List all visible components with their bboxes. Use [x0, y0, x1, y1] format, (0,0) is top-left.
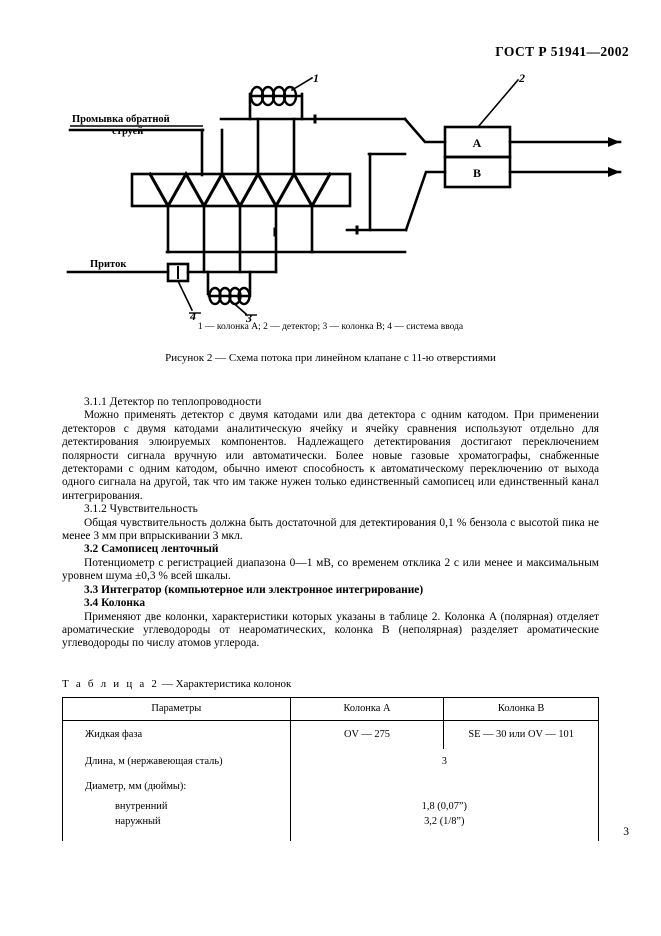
figure-caption-text: Рисунок 2 — Схема потока при линейном кл…	[165, 352, 496, 364]
paragraph-3-1-2: Общая чувствительность должна быть доста…	[62, 516, 599, 543]
table-cell-a: OV — 275	[289, 720, 444, 749]
table-cell-merged	[289, 774, 600, 799]
body-text-column: 3.1.1 Детектор по теплопроводности Можно…	[62, 396, 599, 651]
table-row-spacer	[62, 829, 600, 841]
detector-a-inlet	[403, 117, 447, 144]
callout-2-leader	[476, 78, 520, 129]
detector-cell-a-label: A	[473, 136, 482, 150]
paragraph-3-1-1: Можно применять детектор с двумя катодам…	[62, 409, 599, 502]
table-cell-merged: 3	[289, 749, 600, 774]
callout-3-leader	[228, 298, 248, 316]
table-cell-b: SE — 30 или OV — 101	[443, 720, 599, 749]
callout-label-4: 4	[189, 309, 196, 322]
figure-legend-text: 1 — колонка A; 2 — детектор; 3 — колонка…	[197, 322, 464, 332]
table-spacer-cell	[289, 829, 600, 841]
paragraph-3-4: Применяют две колонки, характеристики ко…	[62, 610, 599, 650]
table-header-column-a: Колонка A	[289, 697, 444, 721]
paragraph-3-2: Потенциометр с регистрацией диапазона 0—…	[62, 556, 599, 583]
callout-4-leader	[176, 279, 194, 312]
callout-label-3: 3	[245, 311, 252, 322]
table-cell-param: Жидкая фаза	[62, 720, 291, 749]
detector-b-inlet	[404, 170, 447, 232]
callout-1-leader	[290, 76, 314, 92]
standard-number-header: ГОСТ Р 51941—2002	[495, 44, 629, 59]
table-cell-param: Диаметр, мм (дюймы):	[62, 774, 291, 799]
table-header-parameters: Параметры	[62, 697, 291, 721]
table-row: Длина, м (нержавеющая сталь) 3	[62, 749, 600, 774]
backflush-label-line2: струей	[112, 126, 143, 137]
table-cell-merged: 3,2 (1/8”)	[289, 814, 600, 829]
heading-3-2: 3.2 Самописец ленточный	[84, 543, 219, 556]
table-cell-param: внутренний	[62, 799, 291, 814]
heading-3-3: 3.3 Интегратор (компьютерное или электро…	[84, 583, 424, 596]
table-2-title-prefix: Т а б л и ц а 2	[62, 678, 160, 690]
backflush-label-line1: Промывка обратной	[72, 114, 170, 125]
table-cell-merged: 1,8 (0,07”)	[289, 799, 600, 814]
table-2-column-characteristics: Параметры Колонка A Колонка B Жидкая фаз…	[62, 697, 600, 841]
callout-label-1: 1	[313, 72, 319, 85]
detector-b-output-arrow	[608, 167, 620, 177]
coil3-windings	[207, 286, 252, 306]
table-row: наружный 3,2 (1/8”)	[62, 814, 600, 829]
heading-3-1-1: 3.1.1 Детектор по теплопроводности	[84, 396, 262, 408]
heading-3-4: 3.4 Колонка	[84, 597, 146, 610]
table-cell-param: наружный	[62, 814, 291, 829]
table-header-row: Параметры Колонка A Колонка B	[62, 697, 599, 721]
table-row: Жидкая фаза OV — 275 SE — 30 или OV — 10…	[62, 720, 599, 749]
coil1-windings	[249, 85, 303, 107]
figure-legend: 1 — колонка A; 2 — детектор; 3 — колонка…	[0, 322, 661, 332]
flow-diagram-svg: Промывка обратной струей Приток 1 2 3 4 …	[66, 72, 622, 322]
table-row: Диаметр, мм (дюймы):	[62, 774, 600, 799]
detector-a-output-arrow	[608, 137, 620, 147]
table-header-column-b: Колонка B	[443, 697, 599, 721]
table-body: Жидкая фаза OV — 275 SE — 30 или OV — 10…	[62, 720, 600, 841]
page-number: 3	[623, 826, 629, 838]
table-row: внутренний 1,8 (0,07”)	[62, 799, 600, 814]
callout-label-2: 2	[518, 72, 525, 85]
table-spacer-cell	[62, 829, 291, 841]
figure-2-flow-diagram: Промывка обратной струей Приток 1 2 3 4 …	[60, 72, 640, 322]
table-header: Параметры Колонка A Колонка B	[62, 697, 599, 721]
figure-caption: Рисунок 2 — Схема потока при линейном кл…	[0, 352, 661, 364]
table-cell-param: Длина, м (нержавеющая сталь)	[62, 749, 291, 774]
detector-cell-b-label: B	[473, 166, 481, 180]
valve-zigzag	[147, 170, 333, 210]
table-2-title-rest: — Характеристика колонок	[159, 678, 292, 690]
heading-3-1-2: 3.1.2 Чувствительность	[84, 503, 198, 516]
inflow-label: Приток	[90, 259, 127, 270]
table-2-title: Т а б л и ц а 2 — Характеристика колонок	[62, 678, 291, 690]
